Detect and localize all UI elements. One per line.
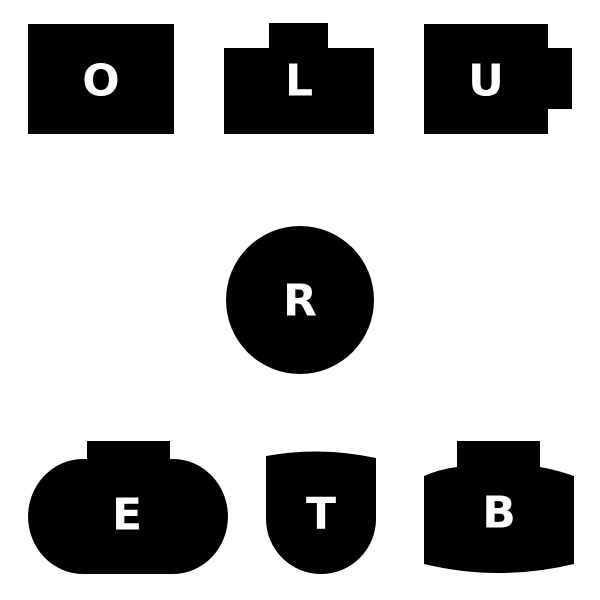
shape-r: R xyxy=(226,226,374,374)
stadium-with-top-tab-shape xyxy=(28,441,228,574)
barrel-with-top-tab-shape xyxy=(424,441,574,573)
plain-rectangle-shape xyxy=(28,24,174,134)
shape-letter-o: O xyxy=(82,56,119,107)
shape-e: E xyxy=(28,441,228,574)
shield-shape xyxy=(266,451,376,574)
shape-letter-b: B xyxy=(482,488,516,539)
shape-letter-u: U xyxy=(468,56,504,107)
shape-letter-t: T xyxy=(306,489,336,540)
shape-letter-r: R xyxy=(283,276,317,327)
shape-u: U xyxy=(424,24,572,134)
shape-o: O xyxy=(28,24,174,134)
shape-l: L xyxy=(224,23,374,134)
shape-b: B xyxy=(424,441,574,573)
rectangle-with-top-tab-shape xyxy=(224,23,374,134)
shape-letter-l: L xyxy=(285,56,313,107)
shape-letter-e: E xyxy=(112,490,142,541)
rectangle-with-right-tab-shape xyxy=(424,24,572,134)
shape-t: T xyxy=(266,451,376,574)
circle-shape xyxy=(226,226,374,374)
